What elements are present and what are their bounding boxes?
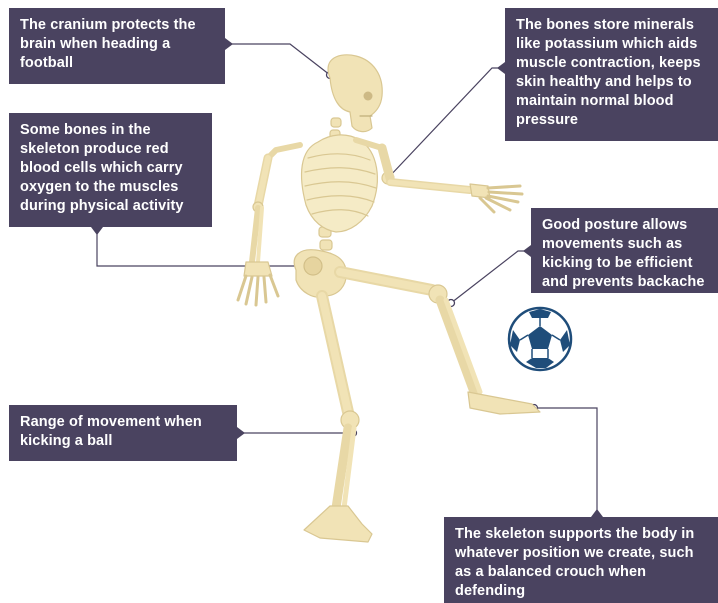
label-support: The skeleton supports the body in whatev… [444, 517, 718, 603]
connector-posture [451, 251, 531, 303]
connector-minerals [388, 68, 505, 178]
left-arm [238, 158, 278, 305]
connector-support [534, 408, 597, 517]
label-cranium: The cranium protects the brain when head… [9, 8, 225, 84]
label-range-of-movement: Range of movement when kicking a ball [9, 405, 237, 461]
football-icon [509, 308, 571, 370]
connector-blood [97, 227, 312, 266]
label-red-blood-cells: Some bones in the skeleton produce red b… [9, 113, 212, 227]
right-arm [382, 148, 522, 212]
standing-leg [304, 296, 372, 542]
label-minerals: The bones store minerals like potassium … [505, 8, 718, 141]
rib-cage [268, 135, 382, 232]
connector-cranium [225, 44, 330, 75]
skeleton-figure [238, 55, 540, 542]
label-posture: Good posture allows movements such as ki… [531, 208, 718, 293]
